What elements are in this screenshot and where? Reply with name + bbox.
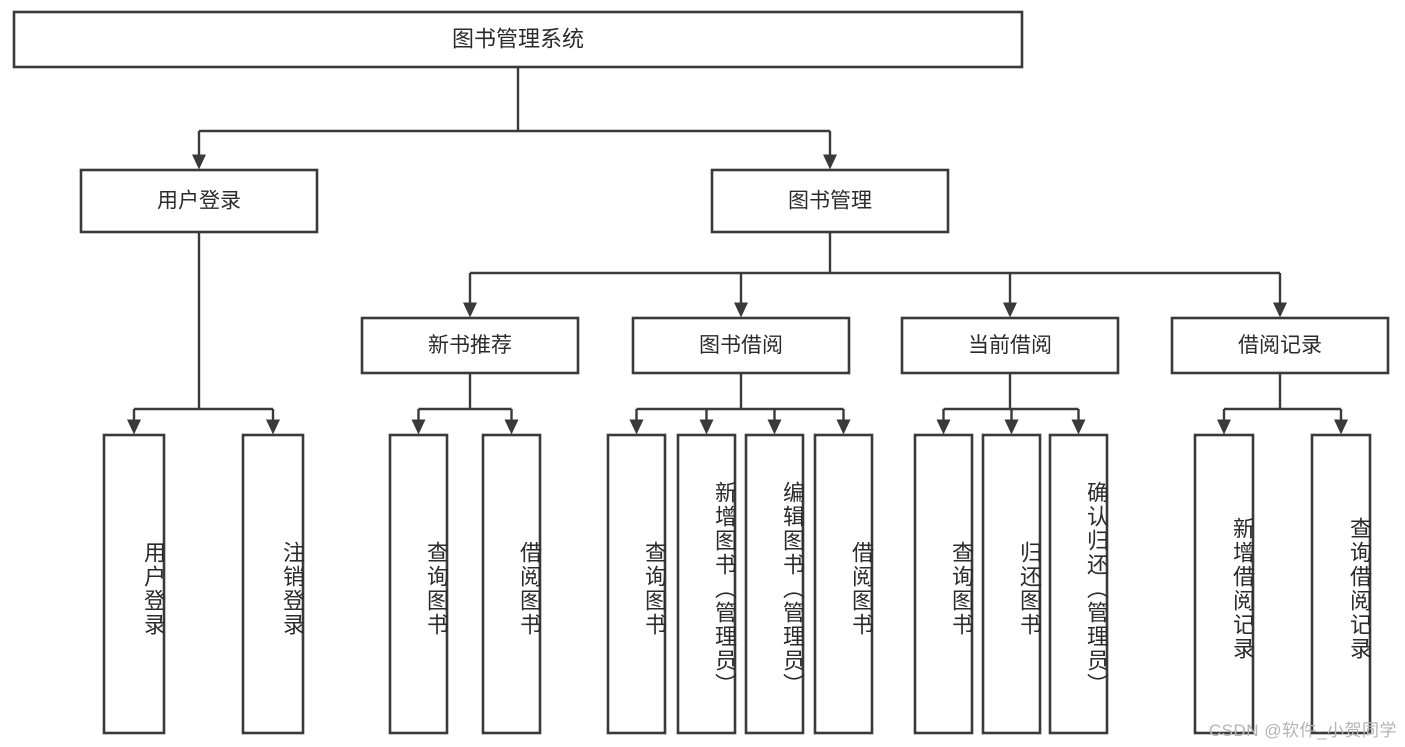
arrow-head-icon <box>699 419 714 435</box>
arrow-head-icon <box>127 419 141 435</box>
node-box-book-manage[interactable] <box>710 168 950 234</box>
node-box-borrow-book-1[interactable] <box>481 433 542 735</box>
node-label-root: 图书管理系统 <box>452 26 584 51</box>
csdn-watermark: CSDN @软件_小贺同学 <box>1208 721 1397 740</box>
node-box-root[interactable] <box>12 10 1024 69</box>
node-box-add-book-admin[interactable] <box>676 433 737 735</box>
node-box-add-borrow-record[interactable] <box>1193 433 1255 735</box>
node-label-current-borrow: 当前借阅 <box>968 334 1052 357</box>
arrow-head-icon <box>1273 302 1287 318</box>
arrow-head-icon <box>411 419 426 435</box>
node-label-new-book-recommend: 新书推荐 <box>428 334 512 357</box>
node-box-return-book[interactable] <box>981 433 1042 735</box>
node-label-book-borrow: 图书借阅 <box>699 334 783 357</box>
node-box-query-book-1[interactable] <box>388 433 449 735</box>
node-box-edit-book-admin[interactable] <box>744 433 805 735</box>
node-box-query-borrow-record[interactable] <box>1310 433 1372 735</box>
node-box-user-login[interactable] <box>79 168 319 234</box>
node-box-book-borrow[interactable] <box>631 316 851 375</box>
arrow-head-icon <box>823 154 837 170</box>
arrow-head-icon <box>734 302 748 318</box>
arrow-head-icon <box>192 154 206 170</box>
connector-layer <box>127 67 1348 435</box>
node-box-borrow-record[interactable] <box>1170 316 1390 375</box>
arrow-head-icon <box>463 302 477 318</box>
node-box-confirm-return-admin[interactable] <box>1048 433 1109 735</box>
node-box-user-logout[interactable] <box>241 433 305 735</box>
node-box-new-book-recommend[interactable] <box>360 316 580 375</box>
arrow-head-icon <box>266 419 280 435</box>
node-box-query-book-2[interactable] <box>606 433 667 735</box>
arrow-head-icon <box>629 419 644 435</box>
node-box-borrow-book-2[interactable] <box>813 433 874 735</box>
arrow-head-icon <box>1004 419 1019 435</box>
node-label-book-manage: 图书管理 <box>788 190 872 213</box>
arrow-head-icon <box>504 419 519 435</box>
arrow-head-icon <box>1003 302 1017 318</box>
node-label-borrow-record: 借阅记录 <box>1238 334 1322 357</box>
node-box-user-login-do[interactable] <box>102 433 166 735</box>
node-box-query-book-3[interactable] <box>913 433 974 735</box>
node-label-user-login: 用户登录 <box>157 190 241 213</box>
node-box-layer <box>12 10 1390 735</box>
arrow-head-icon <box>836 419 851 435</box>
arrow-head-icon <box>767 419 782 435</box>
arrow-head-icon <box>1334 419 1348 435</box>
arrow-head-icon <box>1217 419 1231 435</box>
node-box-current-borrow[interactable] <box>900 316 1120 375</box>
arrow-head-icon <box>936 419 951 435</box>
arrow-head-icon <box>1071 419 1086 435</box>
